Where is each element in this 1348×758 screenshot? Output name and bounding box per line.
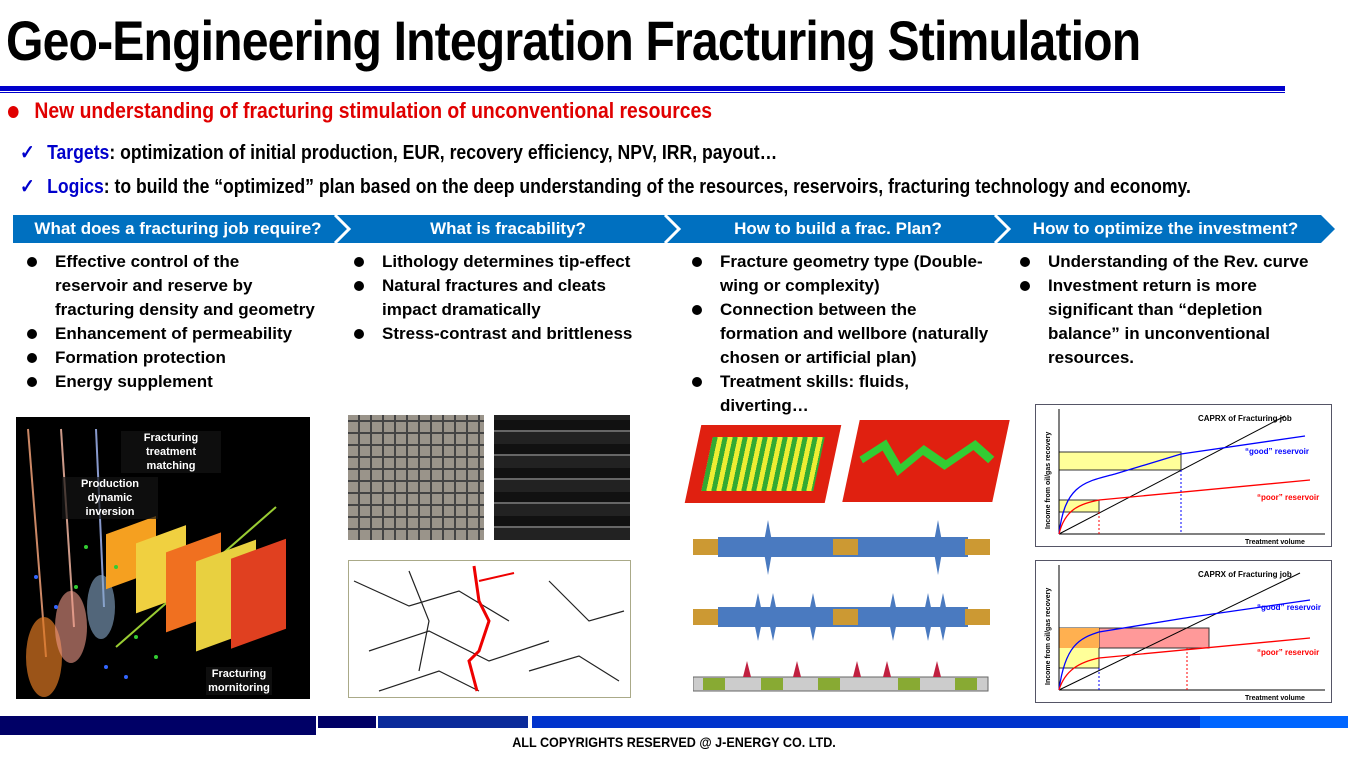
point-text: : optimization of initial production, EU… <box>109 142 778 164</box>
list-item: Energy supplement <box>25 370 315 394</box>
chart-title: CAPRX of Fracturing job <box>1198 414 1292 423</box>
core-grid-photo <box>348 415 484 540</box>
revenue-curve-chart-1: CAPRX of Fracturing job “good” reservoir… <box>1035 404 1332 547</box>
point-logics: ✓ Logics: to build the “optimized” plan b… <box>20 174 1191 199</box>
x-axis-label: Treatment volume <box>1245 539 1305 546</box>
list-item: Formation protection <box>25 346 315 370</box>
column-heading-fracability: What is fracability? <box>430 219 586 238</box>
label-treatment-matching: Fracturing treatment matching <box>121 431 221 473</box>
checkmark-icon: ✓ <box>20 176 35 198</box>
list-item: Natural fractures and cleats impact dram… <box>352 274 642 322</box>
fracture-model-graphic <box>26 428 286 697</box>
point-keyword: Targets <box>47 142 110 164</box>
y-axis-label: Income from oil/gas recovery <box>1045 588 1052 685</box>
x-axis-label: Treatment volume <box>1245 695 1305 702</box>
footer-bar <box>318 716 376 728</box>
list-item: Effective control of the reservoir and r… <box>25 250 315 322</box>
column-heading-frac-plan: How to build a frac. Plan? <box>734 219 942 238</box>
frac-plan-list: Fracture geometry type (Double-wing or c… <box>690 250 990 418</box>
fracability-list: Lithology determines tip-effect Natural … <box>352 250 642 346</box>
list-item: Enhancement of permeability <box>25 322 315 346</box>
process-chevron-bar <box>13 215 1335 243</box>
point-keyword: Logics <box>47 176 104 198</box>
bullet-icon <box>8 106 19 119</box>
list-item: Connection between the formation and wel… <box>690 298 990 370</box>
wellbore-completion-diagrams <box>693 520 990 692</box>
good-reservoir-label: “good” reservoir <box>1257 603 1321 612</box>
point-text: : to build the “optimized” plan based on… <box>103 176 1191 198</box>
footer-bar <box>532 716 1200 728</box>
list-item: Treatment skills: fluids, diverting… <box>690 370 990 418</box>
label-fracturing-monitoring: Fracturing mornitoring <box>206 667 272 695</box>
page-title: Geo-Engineering Integration Fracturing S… <box>6 9 1141 72</box>
list-item: Lithology determines tip-effect <box>352 250 642 274</box>
list-item: Stress-contrast and brittleness <box>352 322 642 346</box>
checkmark-icon: ✓ <box>20 142 35 164</box>
requirements-list: Effective control of the reservoir and r… <box>25 250 315 394</box>
coal-core-photo <box>494 415 630 540</box>
subtitle: New understanding of fracturing stimulat… <box>8 98 712 124</box>
planar-fracture-model <box>684 425 842 503</box>
microseismic-3d-image: Fracturing treatment matching Production… <box>16 417 310 699</box>
label-production-inversion: Production dynamic inversion <box>62 477 158 519</box>
footer-bar <box>0 716 316 735</box>
fracture-network-map <box>348 560 631 698</box>
fracture-lines-graphic <box>353 565 625 692</box>
column-heading-investment: How to optimize the investment? <box>1032 219 1299 238</box>
copyright-notice: ALL COPYRIGHTS RESERVED @ J-ENERGY CO. L… <box>512 734 836 750</box>
title-divider <box>0 86 1285 91</box>
y-axis-label: Income from oil/gas recovery <box>1045 432 1052 529</box>
complex-fracture-model <box>842 420 1010 502</box>
good-reservoir-label: “good” reservoir <box>1245 447 1309 456</box>
list-item: Understanding of the Rev. curve <box>1018 250 1333 274</box>
list-item: Investment return is more significant th… <box>1018 274 1333 370</box>
point-targets: ✓ Targets: optimization of initial produc… <box>20 140 777 165</box>
revenue-curve-chart-2: CAPRX of Fracturing job “good” reservoir… <box>1035 560 1332 703</box>
title-divider-thin <box>0 92 1285 93</box>
column-heading-requirements: What does a fracturing job require? <box>34 219 322 238</box>
list-item: Fracture geometry type (Double-wing or c… <box>690 250 990 298</box>
investment-list: Understanding of the Rev. curve Investme… <box>1018 250 1333 370</box>
subtitle-text: New understanding of fracturing stimulat… <box>34 98 713 123</box>
poor-reservoir-label: “poor” reservoir <box>1257 648 1319 657</box>
chart-title: CAPRX of Fracturing job <box>1198 570 1292 579</box>
poor-reservoir-label: “poor” reservoir <box>1257 493 1319 502</box>
footer-bar <box>1200 716 1348 728</box>
footer-bar <box>378 716 528 728</box>
